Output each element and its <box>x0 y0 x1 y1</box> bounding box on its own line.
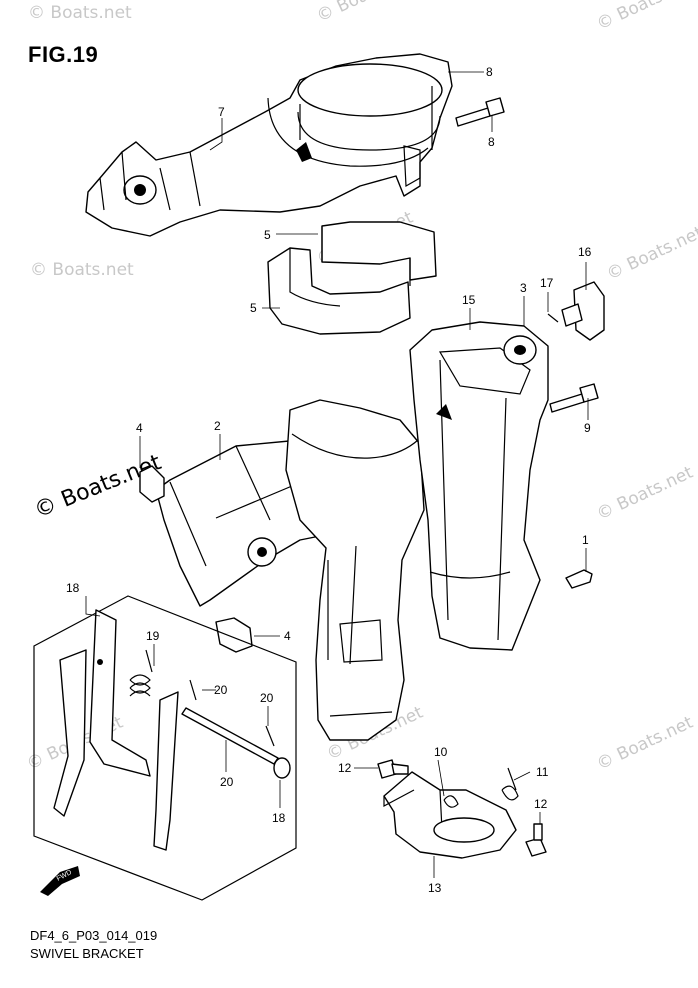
part-20-pin-left <box>189 679 197 701</box>
leader-lines <box>85 71 589 878</box>
watermark: © Boats.net <box>30 260 134 280</box>
part-3-swivel-bracket <box>409 321 549 651</box>
callout-17: 19 <box>146 629 160 643</box>
callout-2: 2 <box>214 419 221 433</box>
watermark: © Boats.net <box>594 462 697 524</box>
part-1-grease-nipple <box>565 569 593 589</box>
callout-14: 16 <box>578 245 592 259</box>
part-8-bolt-right <box>549 383 599 413</box>
figure-code: DF4_6_P03_014_019 <box>30 928 158 943</box>
callout-9: 10 <box>434 745 448 759</box>
part-11-tilt-stopper <box>383 771 517 859</box>
part-15-pin <box>547 313 559 323</box>
callout-1: 1 <box>582 533 589 547</box>
callout-20: 20 <box>260 691 274 705</box>
callout-5: 5 <box>250 301 257 315</box>
watermark: © Boats.net <box>594 712 697 774</box>
part-14-knob <box>561 281 605 341</box>
figure-title: FIG.19 <box>28 42 99 67</box>
part-20-pin-right <box>265 725 275 747</box>
figure-name: SWIVEL BRACKET <box>30 946 144 961</box>
callout-12: 12 <box>338 761 352 775</box>
callout-19: 20 <box>220 775 234 789</box>
part-6-steering-bracket <box>85 53 453 237</box>
callout-15: 17 <box>540 276 554 290</box>
callout-3: 3 <box>520 281 527 295</box>
watermark: © Boats.net <box>28 3 132 23</box>
watermark: © Boats.net <box>314 0 417 27</box>
callout-13: 15 <box>462 293 476 307</box>
callout-8: 8 <box>488 135 495 149</box>
callout-18: 18 <box>272 811 286 825</box>
callout-7: 8 <box>486 65 493 79</box>
watermark: © Boats.net <box>604 222 698 284</box>
callout-5: 5 <box>264 228 271 242</box>
callout-4: 4 <box>284 629 291 643</box>
part-9-spring <box>443 795 459 808</box>
callout-6: 7 <box>218 105 225 119</box>
part-4-bushing-left <box>215 617 253 653</box>
fwd-arrow-icon: FWD <box>40 866 80 896</box>
part-19-shaft <box>181 707 279 765</box>
watermark: © Boats.net <box>594 0 697 35</box>
callouts: 7 8 8 5 5 16 17 15 3 9 4 2 1 4 18 19 20 … <box>66 65 592 895</box>
callout-8: 9 <box>584 421 591 435</box>
part-16-tilt-lever <box>33 595 297 901</box>
part-5-bushing-lower <box>267 247 411 335</box>
part-8-bolt <box>455 97 505 127</box>
part-10-spring <box>501 767 519 801</box>
callout-4: 4 <box>136 421 143 435</box>
callout-20: 20 <box>214 683 228 697</box>
part-18-washer <box>273 757 291 779</box>
part-5-bushing-upper <box>321 221 437 286</box>
callout-12: 12 <box>534 797 548 811</box>
swivel-case <box>285 399 425 741</box>
callout-16: 18 <box>66 581 80 595</box>
part-12-bolt-left <box>377 759 409 779</box>
callout-11: 13 <box>428 881 442 895</box>
part-17-spring <box>129 649 153 697</box>
part-12-bolt-right <box>525 823 547 857</box>
part-4-bushing-right <box>139 465 165 503</box>
callout-10: 11 <box>536 765 549 779</box>
